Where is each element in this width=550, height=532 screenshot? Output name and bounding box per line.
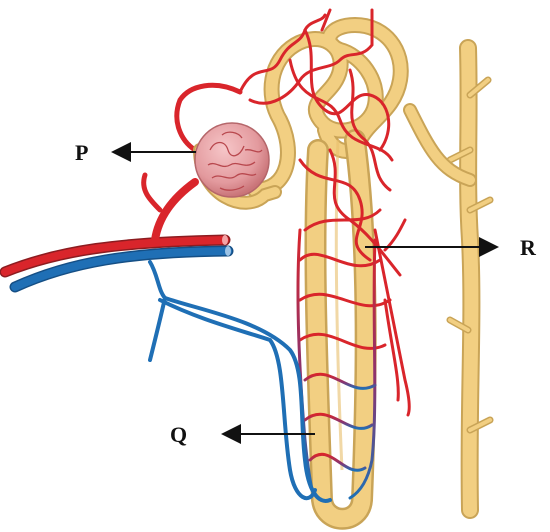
collecting-duct (450, 48, 490, 510)
label-q-text: Q (170, 422, 187, 447)
label-q: Q (170, 422, 315, 447)
renal-vessels (5, 235, 231, 287)
label-p: P (75, 140, 196, 165)
label-r: R (365, 235, 537, 260)
glomerulus (195, 123, 275, 203)
label-r-text: R (520, 235, 537, 260)
label-p-text: P (75, 140, 88, 165)
